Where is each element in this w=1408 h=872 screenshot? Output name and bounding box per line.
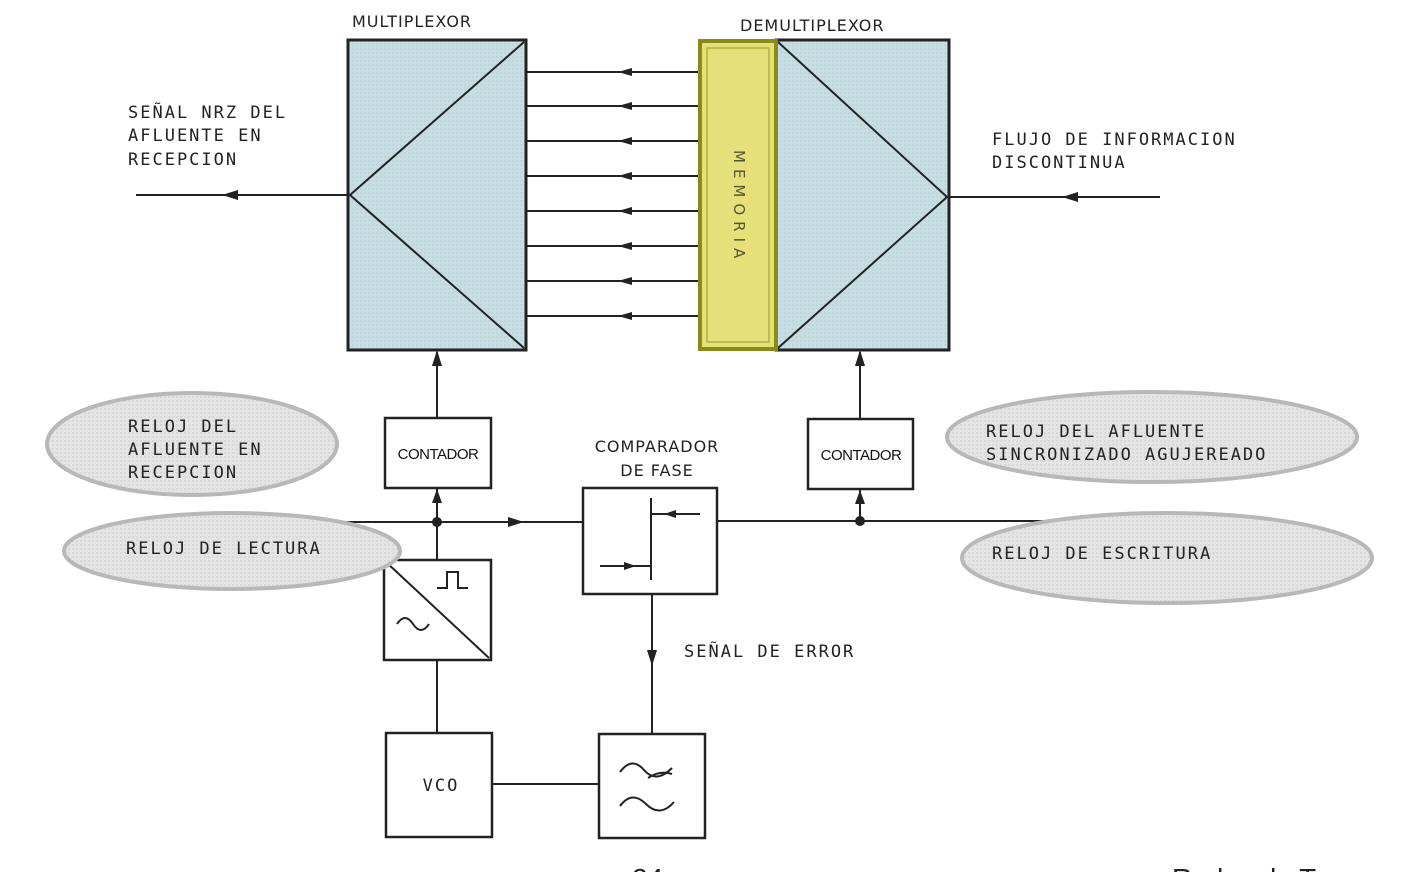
nrz-output: SEÑAL NRZ DEL AFLUENTE EN RECEPCION: [128, 101, 348, 200]
filter-wave-1-icon: [619, 762, 673, 778]
contador-right-box: [806, 417, 915, 491]
callout-sincronizado-line-1: RELOJ DEL AFLUENTE: [986, 422, 1206, 442]
contador-left-box: [383, 416, 493, 490]
contador-left-block: CONTADOR: [383, 350, 493, 490]
bus-arrow: [618, 102, 632, 110]
multiplexor-box: [346, 38, 528, 352]
bus-arrow: [618, 277, 632, 285]
sine-wave-icon: [396, 617, 430, 631]
comparador-label-line-1: COMPARADOR: [595, 437, 720, 456]
bus-arrow: [618, 242, 632, 250]
multiplexor-label: MULTIPLEXOR: [352, 12, 472, 31]
comparador-block: COMPARADOR DE FASE: [581, 437, 720, 596]
flujo-line-1: FLUJO DE INFORMACION: [992, 130, 1237, 150]
error-signal-arrow: [647, 650, 657, 666]
contador-right-arrow: [855, 350, 865, 366]
bus-arrow: [618, 207, 632, 215]
callout-sincronizado-line-2: SINCRONIZADO AGUJEREADO: [986, 445, 1267, 465]
senal-nrz-line-1: SEÑAL NRZ DEL: [128, 101, 287, 123]
multiplexor-block: MULTIPLEXOR: [346, 12, 528, 352]
flujo-input-arrow: [1062, 192, 1078, 202]
comparador-label-line-2: DE FASE: [620, 461, 693, 480]
memoria-block: MEMORIA: [698, 39, 778, 351]
comparador-arrow-a: [624, 562, 636, 570]
senal-error-label: SEÑAL DE ERROR: [684, 640, 855, 662]
contador-right-block: CONTADOR: [806, 350, 915, 491]
callout-escritura-label: RELOJ DE ESCRITURA: [992, 544, 1212, 564]
reloj-lectura-contador-arrow: [432, 489, 442, 503]
callout-afluente-line-2: AFLUENTE EN: [128, 440, 263, 460]
parallel-bus: [526, 68, 698, 320]
filter-box: [597, 732, 707, 840]
filter-wave-tail-icon: [647, 771, 673, 779]
memoria-inner-border: [706, 47, 770, 343]
reloj-escritura-contador-arrow: [855, 490, 865, 504]
multiplexor-symbol: [348, 41, 525, 349]
callout-reloj-sincronizado: RELOJ DEL AFLUENTE SINCRONIZADO AGUJEREA…: [945, 390, 1359, 484]
filter-block: [597, 732, 707, 840]
callout-afluente-line-1: RELOJ DEL: [128, 417, 238, 437]
memoria-label: MEMORIA: [730, 150, 748, 264]
callout-lectura-label: RELOJ DE LECTURA: [126, 539, 322, 559]
comparador-arrow-b: [664, 510, 676, 518]
page-number: 24: [632, 863, 663, 872]
senal-nrz-line-2: AFLUENTE EN: [128, 126, 263, 146]
callout-reloj-escritura: RELOJ DE ESCRITURA: [960, 511, 1374, 605]
converter-block: [382, 558, 493, 733]
memoria-box: [698, 39, 778, 351]
callout-reloj-afluente-recepcion: RELOJ DEL AFLUENTE EN RECEPCION: [45, 391, 339, 497]
callout-ellipse: [945, 390, 1359, 484]
callout-afluente-line-3: RECEPCION: [128, 463, 238, 483]
flujo-line-2: DISCONTINUA: [992, 153, 1127, 173]
vco-block: VCO: [384, 731, 599, 839]
demultiplexor-block: DEMULTIPLEXOR: [740, 16, 951, 352]
bus-arrow: [618, 68, 632, 76]
filter-wave-2-icon: [619, 796, 675, 812]
callout-ellipse: [45, 391, 339, 497]
nrz-output-arrow: [222, 190, 238, 200]
demultiplexor-label: DEMULTIPLEXOR: [740, 16, 884, 35]
flujo-input: FLUJO DE INFORMACION DISCONTINUA: [949, 130, 1237, 202]
converter-diagonal: [385, 561, 490, 659]
error-signal: SEÑAL DE ERROR: [647, 594, 855, 734]
callout-ellipse: [960, 511, 1374, 605]
contador-right-label: CONTADOR: [821, 447, 902, 464]
bus-arrow: [618, 172, 632, 180]
contador-left-label: CONTADOR: [398, 446, 479, 463]
demultiplexor-symbol: [777, 41, 949, 349]
callout-ellipse: [62, 511, 402, 591]
bus-arrow: [618, 312, 632, 320]
callout-reloj-lectura: RELOJ DE LECTURA: [62, 511, 402, 591]
square-wave-icon: [437, 571, 468, 589]
vco-label: VCO: [423, 776, 460, 796]
senal-nrz-line-3: RECEPCION: [128, 150, 238, 170]
footer-title: Redes de Trar: [1172, 863, 1349, 872]
contador-left-arrow: [432, 350, 442, 366]
bus-arrow: [618, 137, 632, 145]
demultiplexor-box: [774, 38, 951, 352]
reloj-lectura-arrow-right: [508, 517, 524, 527]
